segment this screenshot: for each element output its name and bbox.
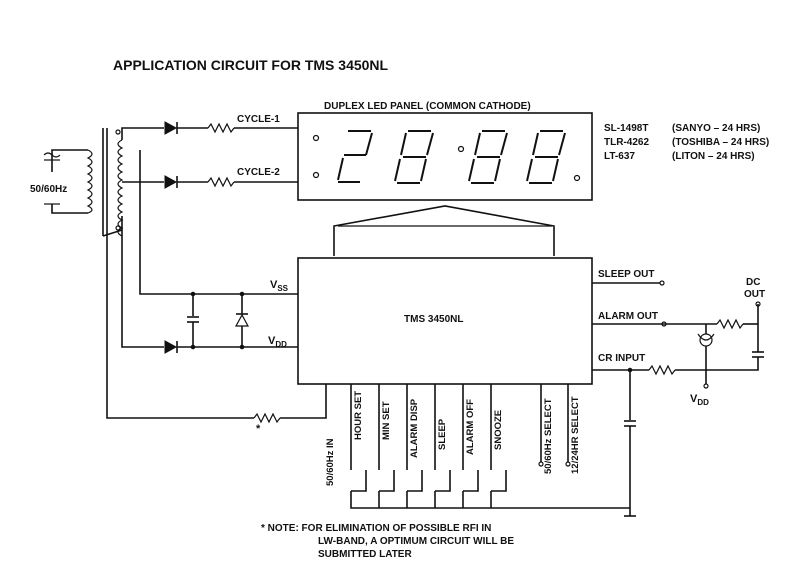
digit-1	[337, 130, 373, 183]
chip-name: TMS 3450NL	[404, 314, 463, 325]
freq-select-label: 50/60Hz SELECT	[543, 398, 554, 474]
chip-vss-label: VSS	[270, 279, 289, 293]
alarm-out-label: ALARM OUT	[598, 311, 658, 322]
sleep-label: SLEEP	[437, 418, 448, 450]
display-part-1: SL-1498T	[604, 123, 648, 134]
freq-input-line	[102, 229, 327, 424]
tms3450nl-chip	[297, 257, 593, 385]
digit-2	[394, 130, 434, 184]
display-maker-2: (TOSHIBA – 24 HRS)	[672, 137, 769, 148]
note-line-3: SUBMITTED LATER	[318, 549, 412, 560]
note-marker: *	[256, 423, 261, 435]
min-set-label: MIN SET	[381, 401, 392, 440]
alarm-off-label: ALARM OFF	[465, 399, 476, 455]
cr-input-label: CR INPUT	[598, 353, 645, 364]
source-frequency-label: 50/60Hz	[30, 184, 67, 195]
ac-source-icon	[43, 149, 88, 214]
snooze-label: SNOOZE	[493, 410, 504, 450]
switch-inputs	[350, 384, 630, 509]
display-maker-1: (SANYO – 24 HRS)	[672, 123, 760, 134]
cr-input-line	[592, 364, 676, 517]
freq-input-label: 50/60Hz IN	[325, 438, 336, 486]
display-part-2: TLR-4262	[604, 137, 649, 148]
sleep-out-label: SLEEP OUT	[598, 269, 655, 280]
dc-out-label-2: OUT	[744, 289, 765, 300]
alarm-disp-label: ALARM DISP	[409, 398, 420, 458]
cycle-2-label: CYCLE-2	[237, 167, 280, 178]
note-line-1: * NOTE: FOR ELIMINATION OF POSSIBLE RFI …	[261, 523, 491, 534]
chip-vdd-label: VDD	[268, 335, 287, 349]
digit-4	[526, 130, 566, 184]
cycle-1-line	[121, 121, 298, 140]
display-maker-3: (LITON – 24 HRS)	[672, 151, 755, 162]
sleep-out-line	[592, 280, 665, 286]
display-part-3: LT-637	[604, 151, 635, 162]
transformer-icon	[86, 128, 124, 237]
hour-set-label: HOUR SET	[353, 391, 364, 440]
digit-3	[468, 130, 508, 184]
led-panel	[297, 112, 593, 201]
vdd-line	[121, 216, 298, 354]
dc-out-label: DC	[746, 277, 760, 288]
cycle-1-label: CYCLE-1	[237, 114, 280, 125]
note-line-2: LW-BAND, A OPTIMUM CIRCUIT WILL BE	[318, 536, 514, 547]
led-panel-label: DUPLEX LED PANEL (COMMON CATHODE)	[324, 101, 531, 112]
hour-mode-select-label: 12/24HR SELECT	[570, 396, 581, 474]
alarm-out-line	[592, 301, 764, 389]
cycle-2-line	[122, 175, 298, 189]
diagram-title: APPLICATION CIRCUIT FOR TMS 3450NL	[113, 57, 389, 73]
vdd-out-label: VDD	[690, 393, 709, 407]
display-bus	[333, 205, 555, 256]
vss-line	[139, 150, 298, 347]
